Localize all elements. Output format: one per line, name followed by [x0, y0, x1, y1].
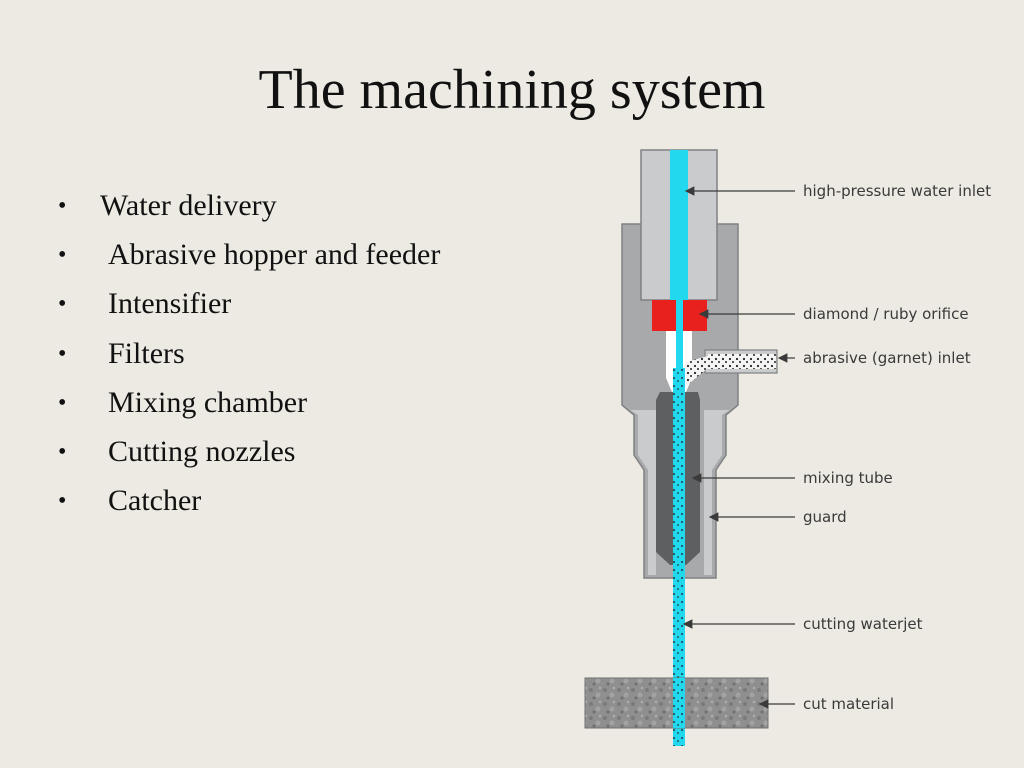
label-high-pressure-water-inlet: high-pressure water inlet	[803, 182, 991, 200]
slide-title: The machining system	[258, 59, 766, 121]
water-stream	[670, 150, 688, 300]
label-cut-material: cut material	[803, 695, 894, 713]
label-abrasive-inlet: abrasive (garnet) inlet	[803, 349, 971, 367]
bullet-text: Water delivery	[100, 189, 277, 222]
waterjet-nozzle-diagram: high-pressure water inlet diamond / ruby…	[584, 149, 991, 746]
bullet-dot: •	[58, 340, 67, 367]
label-mixing-tube: mixing tube	[803, 469, 893, 487]
bullet-dot: •	[58, 389, 67, 416]
guard	[630, 410, 656, 575]
guard	[704, 410, 730, 575]
label-guard: guard	[803, 508, 847, 526]
bullet-dot: •	[58, 193, 67, 219]
bullet-text: Filters	[108, 336, 185, 370]
bullet-text: Cutting nozzles	[108, 434, 296, 468]
bullet-dot: •	[58, 291, 67, 318]
label-cutting-waterjet: cutting waterjet	[803, 615, 923, 633]
bullet-text: Intensifier	[108, 287, 232, 321]
bullet-text: Mixing chamber	[108, 385, 308, 419]
bullet-text: Catcher	[108, 484, 202, 518]
bullet-text: Abrasive hopper and feeder	[108, 238, 441, 272]
bullet-dot: •	[58, 488, 67, 515]
abrasive-garnet	[708, 354, 776, 369]
label-orifice: diamond / ruby orifice	[803, 305, 969, 323]
cutting-waterjet	[673, 678, 685, 728]
bullet-dot: •	[58, 242, 67, 269]
water-stream	[676, 300, 683, 370]
bullet-dot: •	[58, 438, 67, 465]
cutting-waterjet	[673, 368, 685, 746]
